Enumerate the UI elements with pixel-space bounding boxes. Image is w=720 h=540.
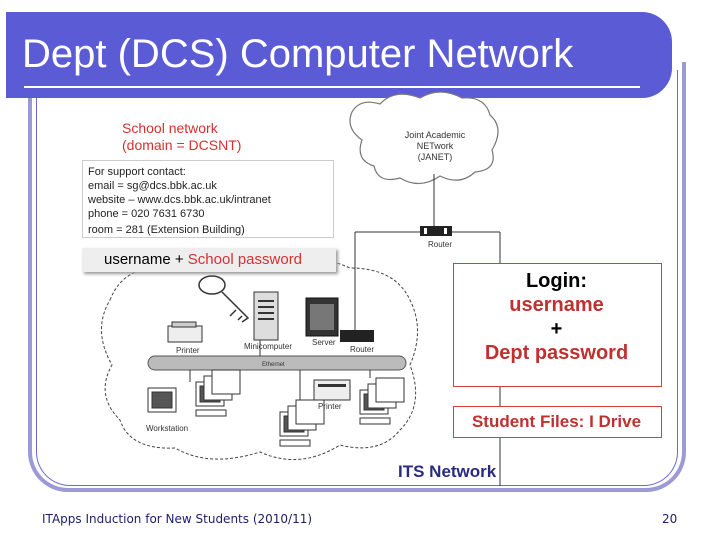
label-printer-mid: Printer (318, 402, 342, 411)
title-bar (6, 12, 672, 98)
school-network-heading: School network (domain = DCSNT) (122, 120, 241, 154)
slide-title: Dept (DCS) Computer Network (22, 32, 574, 76)
label-minicomputer: Minicomputer (244, 342, 293, 351)
label-printer-left: Printer (176, 346, 200, 355)
support-contact: For support contact: email = sg@dcs.bbk.… (88, 165, 271, 221)
label-router-mid: Router (350, 345, 375, 354)
workstation-cluster-right (359, 377, 405, 425)
support-room: room = 281 (Extension Building) (88, 224, 245, 236)
login-plus: + (550, 318, 563, 340)
slide-frame-inner (36, 70, 678, 486)
router-mid-icon (340, 330, 374, 342)
minicomputer-icon (253, 291, 279, 341)
janet-line1: Joint Academic (404, 130, 466, 140)
login-username: username (509, 294, 604, 316)
janet-line3: (JANET) (417, 152, 453, 162)
login-text: Login: username + Dept password (453, 269, 660, 365)
label-ethernet: Ethernet (262, 362, 285, 368)
janet-cloud-icon (349, 91, 499, 185)
janet-label: Joint Academic NETwork (JANET) (404, 130, 466, 163)
its-network-label: ITS Network (398, 462, 497, 481)
title-underline (24, 86, 640, 88)
router-top-label: Router (428, 240, 453, 249)
server-icon (305, 297, 339, 337)
support-website: website – www.dcs.bbk.ac.uk/intranet (88, 194, 271, 206)
support-phone: phone = 020 7631 6730 (88, 208, 205, 220)
page-number: 20 (662, 512, 678, 526)
workstation-cluster-left (147, 369, 241, 417)
support-email: email = sg@dcs.bbk.ac.uk (88, 180, 217, 192)
slide-frame (28, 62, 686, 492)
printer-left-icon (167, 321, 203, 343)
student-files-label: Student Files: I Drive (471, 412, 642, 431)
workstation-cluster-bottom (279, 399, 325, 447)
login-label: Login: (525, 270, 588, 292)
label-workstation: Workstation (146, 424, 189, 433)
printer-mid-icon (313, 379, 351, 401)
credentials-label: username + School password (104, 251, 302, 268)
support-line: For support contact: (88, 166, 186, 178)
credentials-bar (82, 248, 336, 272)
footer-left: ITApps Induction for New Students (2010/… (42, 512, 313, 526)
credentials-pass: School password (187, 251, 303, 268)
school-network-line2: (domain = DCSNT) (122, 137, 242, 153)
label-server: Server (312, 338, 336, 347)
school-info-box (82, 160, 334, 238)
janet-line2: NETwork (416, 141, 454, 151)
router-icon (420, 226, 452, 236)
student-files-box (453, 406, 662, 438)
ethernet-bus (147, 355, 407, 371)
login-password: Dept password (484, 342, 629, 364)
school-network-line1: School network (122, 120, 218, 136)
credentials-user: username + (104, 251, 188, 268)
key-icon (198, 275, 250, 323)
login-box (453, 263, 662, 387)
